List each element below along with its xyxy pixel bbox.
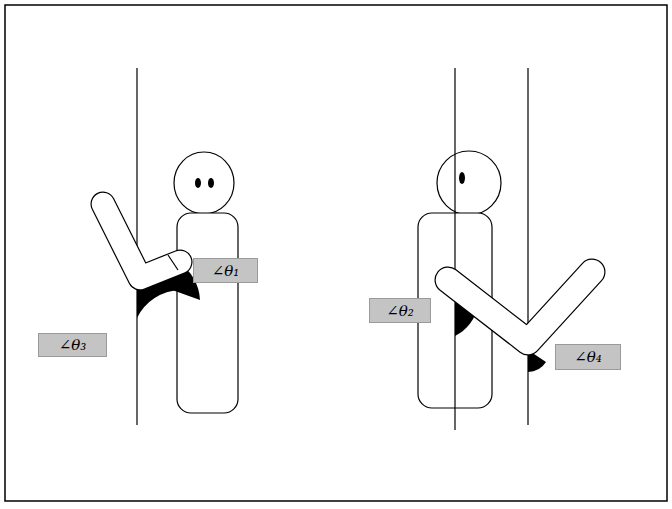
- reference-line: [454, 68, 455, 430]
- head: [437, 151, 501, 215]
- body: [177, 213, 238, 413]
- arm-outline: [103, 204, 180, 278]
- angle-label: ∠θ₂: [369, 298, 431, 323]
- angle-name: ∠θ₃: [59, 336, 87, 354]
- angle-label: ∠θ₄: [555, 344, 621, 370]
- frame: [5, 5, 667, 501]
- eye: [195, 178, 201, 188]
- angle-name: ∠θ₁: [212, 262, 240, 280]
- head: [174, 152, 234, 214]
- shoulder-line: [168, 255, 178, 270]
- eye: [208, 178, 214, 188]
- angle-name: ∠θ₂: [386, 302, 414, 320]
- eye: [459, 172, 465, 184]
- arm: [448, 272, 592, 342]
- angle-label: ∠θ₃: [38, 333, 107, 357]
- angle-name: ∠θ₄: [574, 348, 602, 366]
- arm-outline: [448, 272, 592, 342]
- arm: [103, 204, 180, 278]
- angle-label: ∠θ₁: [193, 258, 258, 283]
